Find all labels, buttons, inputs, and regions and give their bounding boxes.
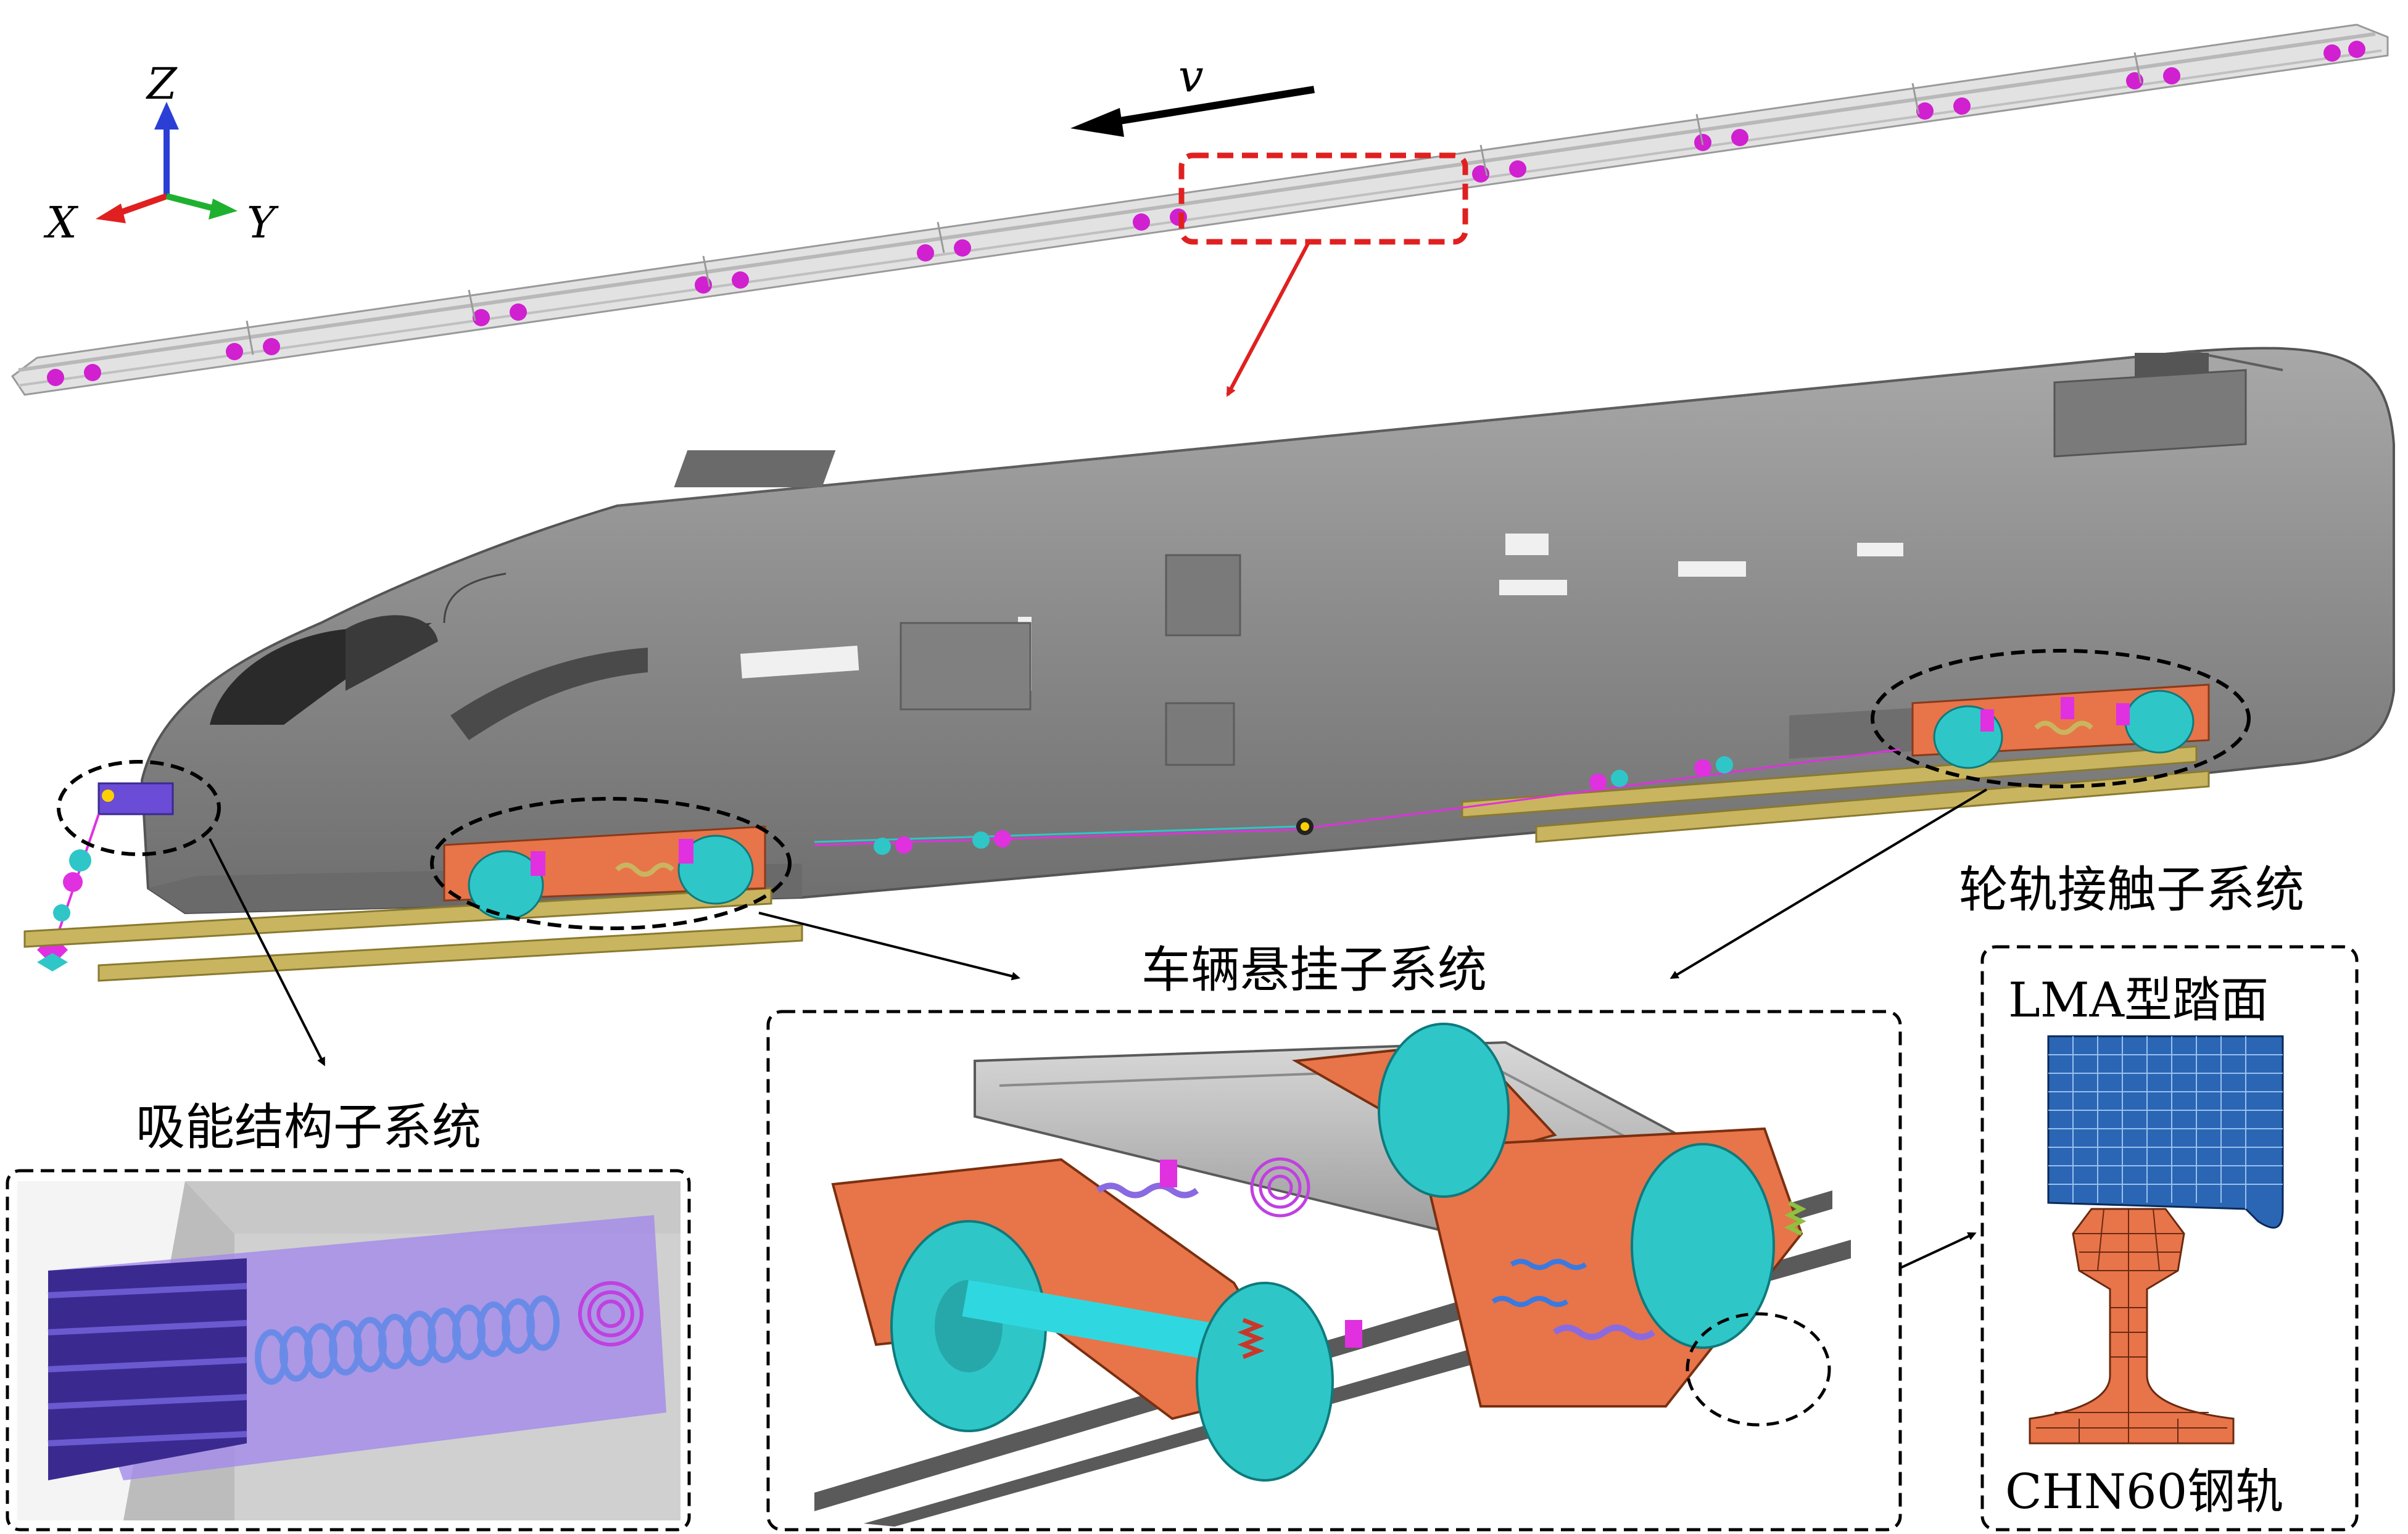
contact-callout bbox=[1686, 1312, 1831, 1427]
front-bogie bbox=[443, 825, 766, 920]
rear-bogie bbox=[1911, 683, 2210, 769]
label-rail-profile: CHN60钢轨 bbox=[2005, 1464, 2283, 1520]
energy-absorber-panel bbox=[6, 1169, 691, 1532]
train-bogie-markers bbox=[47, 41, 2365, 386]
label-wheel-profile: LMA型踏面 bbox=[2008, 973, 2269, 1028]
energy-callout bbox=[57, 760, 221, 856]
coordinate-axes: Z X Y bbox=[43, 59, 279, 248]
absorber-spring bbox=[255, 1295, 560, 1385]
wheel-mesh bbox=[2047, 1035, 2284, 1229]
wheel-rail-panel: LMA型踏面 CHN60钢轨 bbox=[1980, 945, 2359, 1532]
full-train-set bbox=[10, 23, 2389, 396]
cockpit-window-side bbox=[345, 615, 438, 691]
velocity-arrow: v bbox=[1070, 50, 1315, 137]
coupling-highlight bbox=[1178, 152, 1468, 397]
suspension-panel bbox=[766, 1010, 1902, 1532]
intercar-coupler bbox=[814, 748, 1901, 855]
label-suspension: 车辆悬挂子系统 bbox=[1141, 941, 1487, 999]
front-bogie-callout bbox=[430, 797, 792, 930]
wheel-front-right bbox=[1196, 1282, 1334, 1482]
rail-mesh bbox=[2029, 1208, 2235, 1445]
wheel-rear-left bbox=[1378, 1023, 1510, 1198]
axis-z-label: Z bbox=[146, 59, 178, 109]
velocity-label: v bbox=[1178, 50, 1204, 102]
rear-bogie-callout bbox=[1871, 649, 2251, 788]
label-energy-absorb: 吸能结构子系统 bbox=[136, 1099, 481, 1156]
wheel-rear-right bbox=[1631, 1143, 1775, 1349]
label-wheel-rail: 轮轨接触子系统 bbox=[1959, 861, 2304, 918]
axis-y-label: Y bbox=[247, 197, 279, 248]
axis-x-label: X bbox=[43, 197, 79, 248]
